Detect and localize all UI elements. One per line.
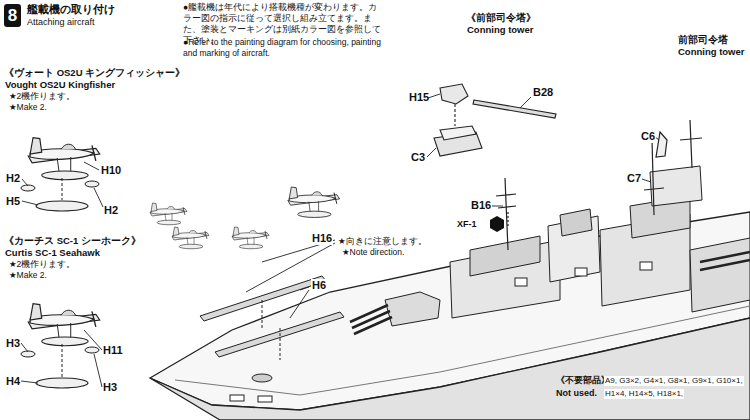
callout-number: B16 [470,199,492,212]
aircraft-name: Vought OS2U Kingfisher [5,79,115,90]
aircraft-name: 《カーチス SC-1 シーホーク》 [4,235,141,246]
assembly-name: 《前部司令塔》 [466,12,536,23]
not-used-list: H1×4, H14×5, H18×1, [604,389,684,399]
callout-number: H4 [6,375,20,388]
note-text: ★Make 2. [9,270,47,280]
callout-number: H6 [311,279,327,292]
paint-chip [490,216,504,232]
assembly-name: Conning tower [467,24,534,35]
note-text: ★2機作ります。 [9,259,75,269]
note-text: ★向きに注意します。 [337,236,428,246]
callout-number: H10 [101,164,121,177]
callout-number: H2 [104,204,118,217]
callout-number: H5 [6,195,20,208]
step-number-text: 8 [8,7,17,24]
kingfisher-figure [21,138,100,211]
not-used-heading: 《不要部品》 [556,375,610,386]
leader-lines [246,94,659,318]
callout-number: B28 [533,86,553,99]
callout-number: H3 [6,337,20,350]
callout-number: C3 [411,151,425,164]
aircraft [150,187,340,249]
not-used-heading: Not used. [556,388,597,399]
battleship-hull [150,212,750,420]
mast [496,120,702,250]
note-text: ★Make 2. [9,102,47,112]
note-text: ★Note direction. [341,247,405,257]
callout-number: H2 [6,172,20,185]
step-title-en: Attaching aircraft [27,17,95,28]
callout-number: C6 [640,130,656,143]
callout-number: H15 [409,91,429,104]
paint-code: XF-1 [456,219,478,230]
note-text: ●Refer to the painting diagram for choos… [183,37,388,59]
aircraft-name: Curtis SC-1 Seahawk [5,247,100,258]
callout-number: H11 [103,344,123,357]
seahawk-figure [21,304,100,388]
step-title: 艦載機の取り付け [27,3,115,16]
conning-tower-parts [434,84,556,156]
callout-number: C7 [626,172,642,185]
callout-number: H16 [311,232,333,245]
superstructure [350,166,750,334]
not-used-list: A9, G3×2, G4×1, G8×1, G9×1, G10×1, [604,376,744,386]
aircraft-name: 《ヴォート OS2U キングフィッシャー》 [4,67,185,78]
step-number: 8 [4,4,21,27]
catapult [200,276,344,360]
callout-number: H3 [103,381,117,394]
assembly-name: Conning tower [678,46,745,57]
note-text: ★2機作ります。 [9,91,75,101]
assembly-name: 前部司令塔 [678,34,728,45]
